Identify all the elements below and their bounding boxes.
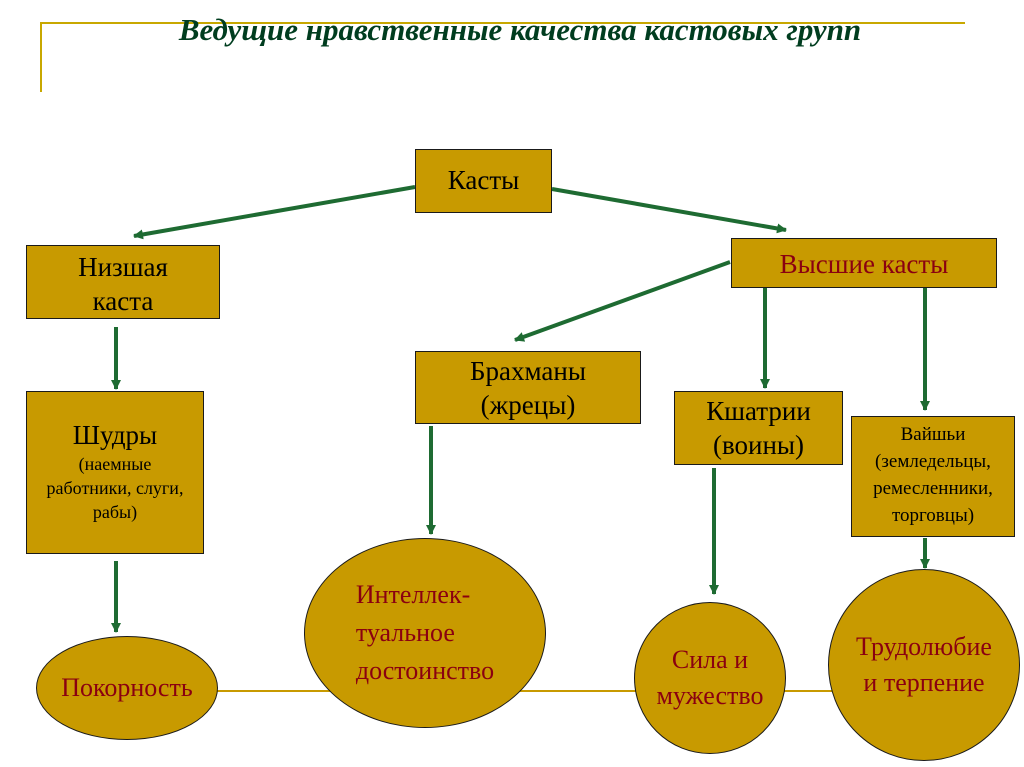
intellect-label-line3: достоинство [355,656,495,685]
higher-castes-box: Высшие касты [731,238,997,288]
vaishyas-label-line3: ремесленники, [873,478,993,499]
frame-top-line [40,22,965,24]
higher-castes-label: Высшие касты [779,249,949,279]
kshatriyas-label-line1: Кшатрии [706,396,811,426]
brahmins-label-line1: Брахманы [470,356,586,386]
arrow-higher-to-brahmins [514,260,731,342]
shudras-detail-line3: рабы) [92,502,138,522]
vaishyas-label-line2: (земледельцы, [875,451,991,472]
shudras-name: Шудры [72,420,158,450]
kshatriyas-label-line2: (воины) [712,430,805,460]
castes-root-label: Касты [447,165,520,195]
strength-label-line2: мужество [656,681,764,710]
kshatriyas-box: Кшатрии (воины) [674,391,843,465]
castes-root-box: Касты [415,149,552,213]
brahmins-label-line2: (жрецы) [480,390,576,420]
strength-circle: Сила и мужество [634,602,786,754]
shudras-box: Шудры (наемные работники, слуги, рабы) [26,391,204,554]
frame-left-line [40,22,42,92]
slide-title: Ведущие нравственные качества кастовых г… [178,12,862,47]
diligence-label-line2: и терпение [863,668,985,697]
vaishyas-box: Вайшьи (земледельцы, ремесленники, торго… [851,416,1015,537]
vaishyas-label-line4: торговцы) [891,505,975,526]
diligence-circle: Трудолюбие и терпение [828,569,1020,761]
lower-caste-box: Низшая каста [26,245,220,319]
shudras-detail-line2: работники, слуги, [46,478,184,498]
diligence-label-line1: Трудолюбие [856,632,992,661]
brahmins-box: Брахманы (жрецы) [415,351,641,424]
lower-caste-label-line2: каста [92,286,154,316]
strength-label-line1: Сила и [671,645,749,674]
shudras-detail-line1: (наемные [78,454,152,474]
arrow-root-to-higher [551,187,787,234]
arrow-root-to-lower [133,185,416,240]
lower-caste-label-line1: Низшая [78,252,168,282]
submission-label: Покорность [61,673,193,702]
intellect-circle: Интеллек- туальное достоинство [304,538,546,728]
vaishyas-label-line1: Вайшьи [900,424,966,445]
submission-circle: Покорность [36,636,218,740]
intellect-label-line1: Интеллек- [355,580,471,609]
intellect-label-line2: туальное [355,618,455,647]
